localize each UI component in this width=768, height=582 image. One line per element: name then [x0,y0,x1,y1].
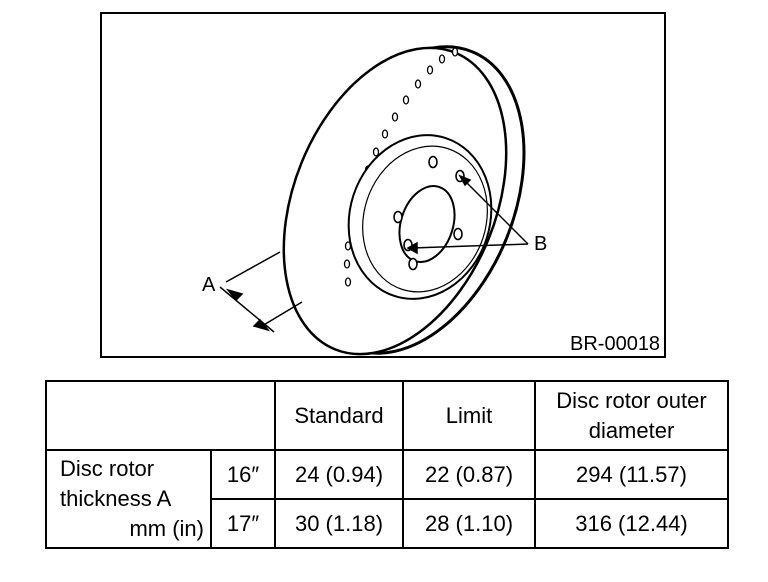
limit-cell: 28 (1.10) [402,498,536,549]
bolt-hole [408,257,418,271]
rotor-spec-table: Standard Limit Disc rotor outer diameter… [45,380,729,549]
table-row: 17″ 30 (1.18) 28 (1.10) 316 (12.44) [46,498,729,549]
vent-hole [414,79,422,89]
diameter-cell: 294 (11.57) [534,449,729,500]
row-label-line3: mm (in) [129,516,204,541]
header-standard: Standard [274,380,404,451]
vent-hole [381,129,389,139]
standard-cell: 24 (0.94) [274,449,404,500]
standard-cell: 30 (1.18) [274,498,404,549]
row-label: Disc rotor thickness A mm (in) [45,449,212,549]
header-diameter: Disc rotor outer diameter [534,380,729,451]
bolt-hole [393,210,403,224]
header-blank [45,380,276,451]
header-row: Standard Limit Disc rotor outer diameter [45,380,729,451]
limit-cell: 22 (0.87) [402,449,536,500]
table-row: Disc rotor thickness A mm (in) 16″ 24 (0… [45,449,729,549]
bolt-hole [428,155,438,169]
rotor-figure: B A BR-00018 [100,12,666,358]
vent-hole [344,277,352,287]
header-diameter-line2: diameter [588,417,675,443]
vent-hole [343,259,351,269]
row-label-line2: thickness A [60,486,172,511]
header-diameter-line1: Disc rotor outer [556,387,707,413]
b-leader-lines [406,174,529,255]
row-label-line1: Disc rotor [60,456,155,481]
size-cell: 16″ [210,449,276,500]
hub-step [362,145,488,293]
size-cell: 17″ [210,498,276,549]
diameter-cell: 316 (12.44) [534,498,729,549]
vent-hole [451,47,459,57]
vent-hole [372,147,380,157]
figure-code: BR-00018 [570,333,660,355]
vent-hole [438,54,446,64]
bolt-hole [453,227,463,241]
label-b: B [534,233,547,255]
vent-hole [391,112,399,122]
disc-rotor [282,45,526,356]
header-limit: Limit [402,380,536,451]
vent-hole [426,65,434,75]
vent-hole [402,95,410,105]
label-a: A [202,274,216,296]
a-dimension [219,251,303,333]
brake-disc-rotor-illustration: B A BR-00018 [100,12,666,358]
